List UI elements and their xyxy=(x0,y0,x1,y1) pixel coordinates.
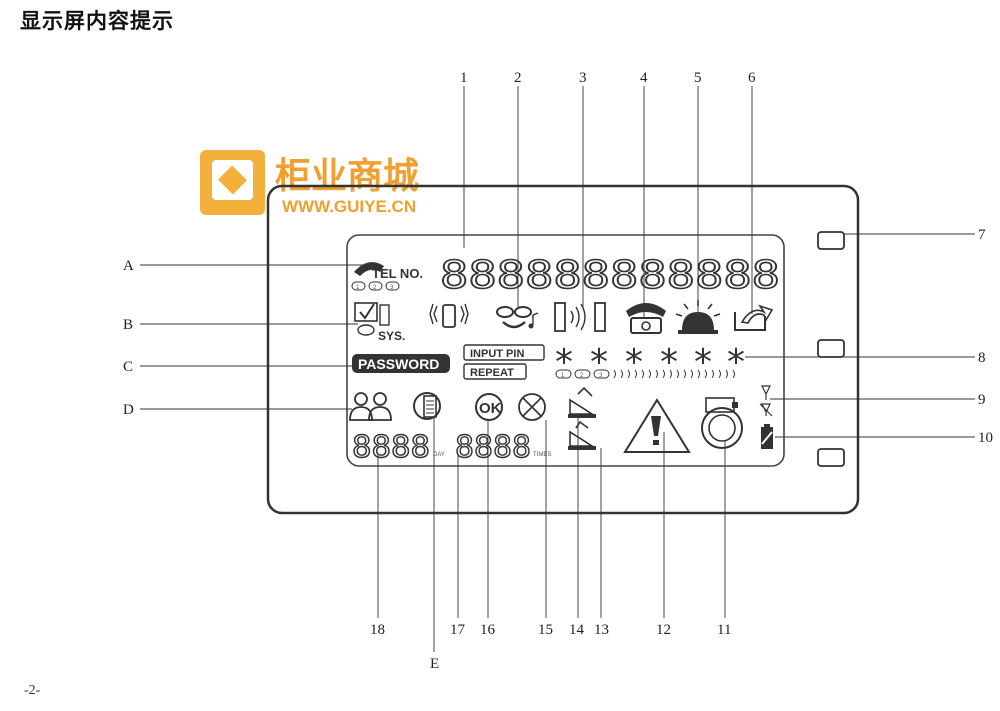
sys-indicator: SYS. xyxy=(354,302,405,343)
slot-number: 3 xyxy=(390,285,394,291)
watermark: 柜业商城 WWW.GUIYE.CN xyxy=(200,150,419,216)
mouse-icon xyxy=(357,324,375,336)
repeat-box xyxy=(463,363,527,380)
input-pin-label: INPUT PIN xyxy=(470,348,524,360)
signal-antenna-icon xyxy=(759,385,773,417)
callout-a: A xyxy=(123,258,134,274)
smiling-face-sunglasses-icon xyxy=(496,306,539,329)
tel-label: TEL NO. xyxy=(372,266,423,281)
callout-9: 9 xyxy=(978,392,986,408)
callout-e: E xyxy=(430,656,439,672)
callout-13: 13 xyxy=(594,622,609,638)
callout-6: 6 xyxy=(748,70,756,86)
callout-8: 8 xyxy=(978,350,986,366)
no-signal-icon xyxy=(759,403,773,417)
input-pin-box xyxy=(463,344,545,361)
leader-lines xyxy=(140,86,975,652)
ok-label: OK xyxy=(479,400,502,417)
battery-icon xyxy=(761,424,773,449)
side-button-middle xyxy=(817,339,845,358)
left-digit-display: 8888 xyxy=(352,430,430,465)
callout-b: B xyxy=(123,317,133,333)
ok-indicator: OK xyxy=(475,393,503,421)
side-button-bottom xyxy=(817,448,845,467)
callout-c: C xyxy=(123,359,133,375)
users-icon xyxy=(349,392,392,421)
asterisk: * xyxy=(660,342,678,383)
warning-icon xyxy=(623,398,691,453)
callout-2: 2 xyxy=(514,70,522,86)
watermark-title: 柜业商城 xyxy=(275,156,419,197)
sys-label: SYS. xyxy=(378,329,405,343)
callout-10: 10 xyxy=(978,430,993,446)
asterisk: * xyxy=(727,342,745,383)
callout-d: D xyxy=(123,402,134,418)
callout-16: 16 xyxy=(480,622,496,638)
asterisk: * xyxy=(555,342,573,383)
callout-7: 7 xyxy=(978,227,986,243)
callout-18: 18 xyxy=(370,622,385,638)
callout-1: 1 xyxy=(460,70,468,86)
callout-5: 5 xyxy=(694,70,702,86)
page-number: -2- xyxy=(24,683,41,698)
callout-3: 3 xyxy=(579,70,587,86)
slot-number: 1 xyxy=(356,285,360,291)
page-heading: 显示屏内容提示 xyxy=(20,9,174,33)
return-arrow-icon xyxy=(734,304,774,331)
tel-slot-pills: 1 2 3 xyxy=(351,281,400,291)
slot-number: 3 xyxy=(599,373,603,379)
lcd-screen xyxy=(346,234,785,467)
vibrate-icon xyxy=(429,303,469,328)
music-note-icon xyxy=(532,312,539,325)
door-sensor-icon xyxy=(554,302,606,332)
side-button-top xyxy=(817,231,845,250)
telephone-handset-icon xyxy=(354,262,384,276)
callout-11: 11 xyxy=(717,622,731,638)
asterisk: * xyxy=(625,342,643,383)
pin-slot-pills: 1 2 3 xyxy=(555,369,735,379)
callout-17: 17 xyxy=(450,622,466,638)
slot-number: 2 xyxy=(373,285,377,291)
tel-indicator: TEL NO. 1 2 3 xyxy=(351,262,423,291)
callout-labels: A B C D E 1 2 3 4 5 6 7 8 9 10 18 17 16 … xyxy=(123,70,993,672)
times-label: TIMES xyxy=(533,452,551,458)
device-frame xyxy=(266,184,860,515)
lock-open-icon xyxy=(568,386,596,418)
callout-14: 14 xyxy=(569,622,585,638)
callout-12: 12 xyxy=(656,622,671,638)
slot-number: 2 xyxy=(580,373,584,379)
asterisk-row: * * * * * * xyxy=(555,342,745,383)
slot-number: 1 xyxy=(561,373,565,379)
mid-digit-display: 8888 xyxy=(455,430,531,465)
main-digit-display: 888888888888 xyxy=(440,253,780,297)
password-badge xyxy=(352,354,450,373)
tower-icon xyxy=(379,304,390,326)
safe-door-icon xyxy=(413,392,441,420)
repeat-label: REPEAT xyxy=(470,367,514,379)
asterisk: * xyxy=(694,342,712,383)
callout-4: 4 xyxy=(640,70,648,86)
callout-15: 15 xyxy=(538,622,553,638)
watermark-url: WWW.GUIYE.CN xyxy=(282,197,416,216)
error-cross-icon xyxy=(518,393,546,421)
monitor-icon xyxy=(354,302,378,322)
password-label: PASSWORD xyxy=(358,356,439,372)
telephone-icon xyxy=(626,303,666,334)
lock-closed-icon xyxy=(568,420,596,450)
day-label: DAY xyxy=(433,452,445,458)
handcuff-lock-icon xyxy=(701,397,743,449)
